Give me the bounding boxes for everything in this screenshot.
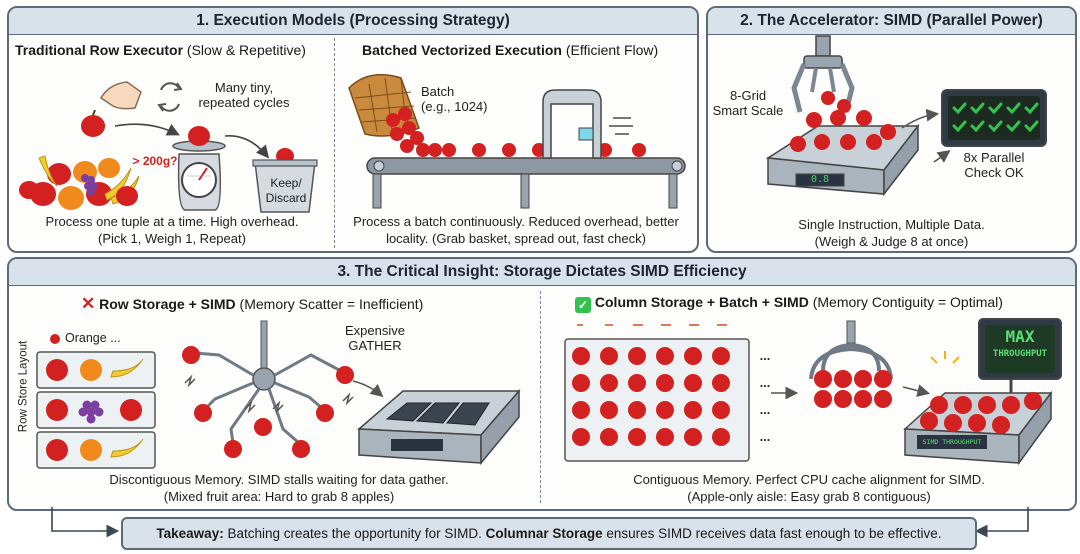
cycle-label: Many tiny,repeated cycles [198,80,290,110]
vectorized-caption: Process a batch continuously. Reduced ov… [353,214,679,246]
vectorized-illustration [348,73,686,209]
woven-basket-icon [348,73,420,137]
storage-insight-panel: 3. The Critical Insight: Storage Dictate… [7,257,1077,511]
checkmark-box-icon: ✓ [575,297,591,313]
legend-apple-icon [50,334,60,344]
apple-columns [572,347,730,446]
row-storage-caption: Discontiguous Memory. SIMD stalls waitin… [109,472,449,504]
kitchen-scale-icon [172,126,226,211]
legend-orange-label: Orange ... [65,331,121,345]
column-storage-heading: ✓ Column Storage + Batch + SIMD (Memory … [575,294,1003,313]
column-ellipsis-4: ... [759,430,771,444]
smart-scale-illustration [765,35,1047,197]
row-executor-illustration [19,81,318,213]
fruit-pile-icon [19,155,140,210]
panel-title: 2. The Accelerator: SIMD (Parallel Power… [708,8,1075,35]
apple-grid [790,91,896,152]
scattered-apples [182,346,354,458]
row-storage-illustration [36,320,521,469]
panel-title: 3. The Critical Insight: Storage Dictate… [9,259,1075,286]
checkmark-icons [952,102,1039,133]
full-simd-scale-icon [903,318,1062,466]
basket-icon [252,148,318,213]
mixed-fruit-icons [46,358,144,461]
weight-threshold-label: > 200g? [132,154,178,168]
conveyor-belt-icon [366,157,686,209]
row-executor-heading: Traditional Row Executor (Slow & Repetit… [15,42,306,58]
empty-simd-scale-icon [357,388,521,466]
scale-display: 0.8 [810,174,830,185]
column-ellipsis-3: ... [759,403,771,417]
column-storage-illustration [564,318,1062,466]
stall-zigzag-icons [184,374,354,414]
batch-label: Batch(e.g., 1024) [421,84,488,114]
max-throughput-display: MAX THROUGHPUT [992,327,1048,359]
panel-divider [540,291,541,503]
vectorized-heading: Batched Vectorized Execution (Efficient … [362,42,659,58]
cycle-arrows-icon [157,82,183,112]
column-ellipsis-1: ... [759,349,771,363]
gather-robot-icon [194,320,342,445]
grab-claw-icon [809,320,893,380]
basket-label: Keep/Discard [265,176,307,205]
row-executor-caption: Process one tuple at a time. High overhe… [45,214,299,246]
column-storage-caption: Contiguous Memory. Perfect CPU cache ali… [633,472,985,504]
scanner-gate-icon [542,89,633,159]
execution-models-panel: 1. Execution Models (Processing Strategy… [7,6,699,253]
simd-caption: Single Instruction, Multiple Data.(Weigh… [798,217,985,249]
scale-throughput-display: SIMD THROUGHPUT [922,438,982,446]
panel-title: 1. Execution Models (Processing Strategy… [9,8,697,35]
simd-accelerator-panel: 2. The Accelerator: SIMD (Parallel Power… [706,6,1077,253]
column-ellipsis-2: ... [759,376,771,390]
cross-icon: ✕ [81,294,96,313]
row-storage-heading: ✕ Row Storage + SIMD (Memory Scatter = I… [81,294,424,313]
panel-divider [334,38,335,248]
takeaway-banner: Takeaway: Batching creates the opportuni… [121,517,977,550]
hand-icon [81,81,142,137]
apple-batch-icon [386,107,646,157]
grabbed-apples [814,370,892,408]
